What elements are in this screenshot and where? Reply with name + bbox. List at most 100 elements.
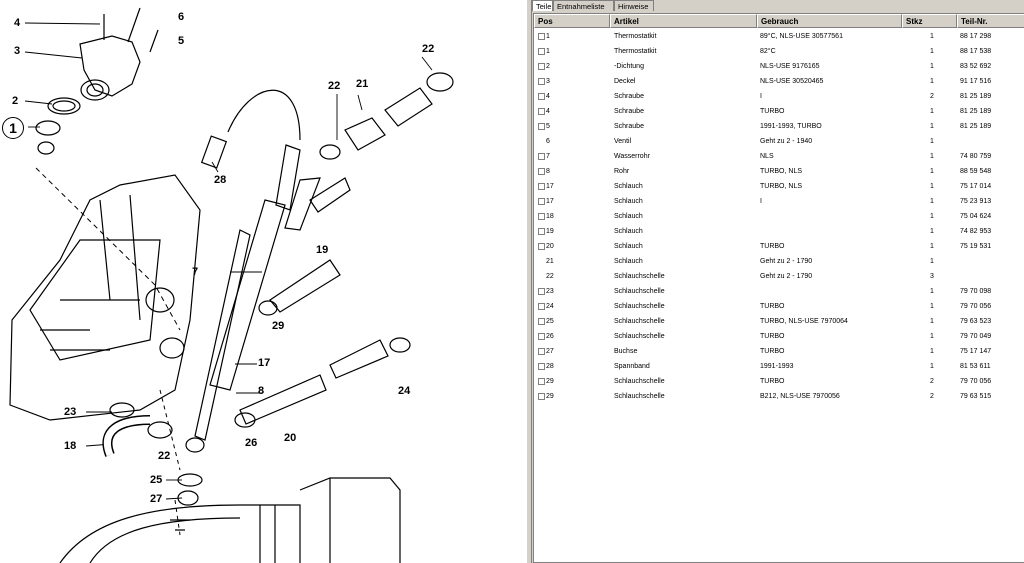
- cell-stkz: 1: [930, 183, 934, 190]
- cell-gebrauch: TURBO, NLS: [760, 168, 803, 175]
- row-checkbox[interactable]: [538, 123, 545, 130]
- callout-21[interactable]: 21: [356, 78, 369, 90]
- callout-18[interactable]: 18: [64, 440, 77, 452]
- callout-4[interactable]: 4: [14, 17, 21, 29]
- row-checkbox[interactable]: [538, 93, 545, 100]
- row-checkbox[interactable]: [538, 378, 545, 385]
- callout-28[interactable]: 28: [214, 174, 227, 186]
- callout-20[interactable]: 20: [284, 432, 297, 444]
- cell-artikel: Schlauch: [614, 183, 643, 190]
- row-checkbox[interactable]: [538, 303, 545, 310]
- cell-teilnr: 88 17 298: [960, 33, 992, 40]
- row-checkbox[interactable]: [538, 333, 545, 340]
- cell-teilnr: 79 63 515: [960, 393, 992, 400]
- cell-teilnr: 74 80 759: [960, 153, 992, 160]
- column-header-stkz[interactable]: Stkz: [902, 14, 957, 28]
- cell-pos: 29: [546, 378, 554, 385]
- tab-teile[interactable]: Teile: [532, 0, 553, 11]
- cell-pos: 3: [546, 78, 550, 85]
- cell-pos: 26: [546, 333, 554, 340]
- callout-17[interactable]: 17: [258, 357, 271, 369]
- callout-5[interactable]: 5: [178, 35, 185, 47]
- callout-25[interactable]: 25: [150, 474, 163, 486]
- row-checkbox[interactable]: [538, 33, 545, 40]
- row-checkbox[interactable]: [538, 198, 545, 205]
- column-header-teil-nr[interactable]: Teil-Nr.: [957, 14, 1024, 28]
- row-checkbox[interactable]: [538, 183, 545, 190]
- row-checkbox[interactable]: [538, 168, 545, 175]
- cell-gebrauch: TURBO, NLS: [760, 183, 803, 190]
- row-checkbox[interactable]: [538, 243, 545, 250]
- row-checkbox[interactable]: [538, 48, 545, 55]
- callout-24[interactable]: 24: [398, 385, 411, 397]
- callout-3[interactable]: 3: [14, 45, 21, 57]
- row-checkbox[interactable]: [538, 288, 545, 295]
- cell-artikel: Thermostatkit: [614, 48, 657, 55]
- callout-19[interactable]: 19: [316, 244, 329, 256]
- column-header-gebrauch[interactable]: Gebrauch: [757, 14, 902, 28]
- callout-23[interactable]: 23: [64, 406, 77, 418]
- row-checkbox[interactable]: [538, 78, 545, 85]
- cell-artikel: Schraube: [614, 93, 644, 100]
- callout-26[interactable]: 26: [245, 437, 258, 449]
- callout-2[interactable]: 2: [12, 95, 19, 107]
- cell-artikel: Schlauch: [614, 228, 643, 235]
- cell-teilnr: 74 82 953: [960, 228, 992, 235]
- row-checkbox[interactable]: [538, 363, 545, 370]
- cell-gebrauch: I: [760, 198, 762, 205]
- row-checkbox[interactable]: [538, 63, 545, 70]
- row-checkbox[interactable]: [538, 393, 545, 400]
- cell-gebrauch: TURBO: [760, 303, 785, 310]
- column-header-artikel[interactable]: Artikel: [610, 14, 757, 28]
- cell-gebrauch: [760, 284, 900, 299]
- row-checkbox[interactable]: [538, 318, 545, 325]
- row-checkbox[interactable]: [538, 108, 545, 115]
- callout-29[interactable]: 29: [272, 320, 285, 332]
- cell-pos: 4: [546, 108, 550, 115]
- row-checkbox[interactable]: [538, 348, 545, 355]
- callout-6[interactable]: 6: [178, 11, 185, 23]
- row-checkbox[interactable]: [538, 213, 545, 220]
- callout-8[interactable]: 8: [258, 385, 265, 397]
- callout-1[interactable]: 1: [2, 117, 24, 139]
- row-checkbox[interactable]: [538, 228, 545, 235]
- cell-artikel: Buchse: [614, 348, 638, 355]
- tab-entnahmeliste[interactable]: Entnahmeliste: [553, 0, 614, 11]
- panel-splitter[interactable]: [526, 0, 532, 563]
- callout-27[interactable]: 27: [150, 493, 163, 505]
- callout-7[interactable]: 7: [192, 266, 199, 278]
- callout-22-bottom[interactable]: 22: [158, 450, 171, 462]
- callout-22-mid[interactable]: 22: [328, 80, 341, 92]
- tab-hinweise[interactable]: Hinweise: [614, 0, 654, 11]
- cell-pos: 1: [546, 33, 550, 40]
- row-checkbox[interactable]: [538, 153, 545, 160]
- column-header-pos[interactable]: Pos: [534, 14, 610, 28]
- callout-22-top[interactable]: 22: [422, 43, 435, 55]
- parts-diagram-drawing: [9, 7, 454, 563]
